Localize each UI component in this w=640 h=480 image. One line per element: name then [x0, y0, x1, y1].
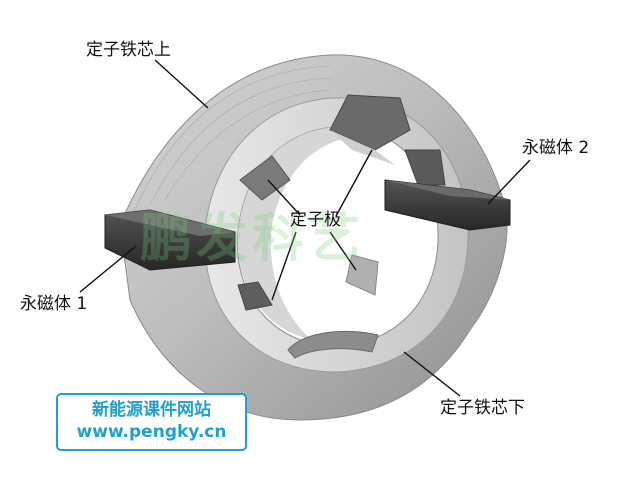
label-stator-core-bottom: 定子铁芯下	[440, 398, 525, 418]
site-url: www.pengky.cn	[76, 422, 227, 442]
label-magnet-2: 永磁体 2	[522, 138, 590, 158]
leader-stator-core-top	[154, 59, 209, 109]
leader-magnet-1	[79, 245, 137, 293]
leader-pole-3	[271, 231, 297, 301]
label-stator-pole: 定子极	[290, 210, 341, 230]
stator-pole-right	[404, 149, 446, 186]
leader-pole-4	[329, 231, 357, 271]
permanent-magnet-1	[104, 209, 236, 271]
stator-pole-bottom	[287, 330, 379, 359]
permanent-magnet-2	[384, 179, 511, 231]
leader-pole-2	[335, 149, 373, 217]
stator-pole-upper-right-face	[330, 130, 395, 165]
leader-stator-core-bottom	[403, 351, 461, 397]
stator-poles	[237, 94, 446, 359]
leader-lines	[79, 59, 531, 397]
stator-pole-lower-left	[237, 281, 273, 311]
leader-magnet-2	[487, 159, 531, 205]
stator-pole-upper-left	[239, 155, 291, 201]
watermark-text: 鹏发科艺	[140, 209, 365, 269]
label-magnet-1: 永磁体 1	[20, 294, 88, 314]
label-stator-core-top: 定子铁芯上	[86, 40, 171, 60]
lamination-lines	[134, 65, 456, 407]
stator-pole-lower-right	[345, 254, 379, 296]
site-name: 新能源课件网站	[92, 400, 211, 420]
leader-pole-1	[267, 179, 301, 216]
site-badge: 新能源课件网站 www.pengky.cn	[56, 393, 247, 451]
